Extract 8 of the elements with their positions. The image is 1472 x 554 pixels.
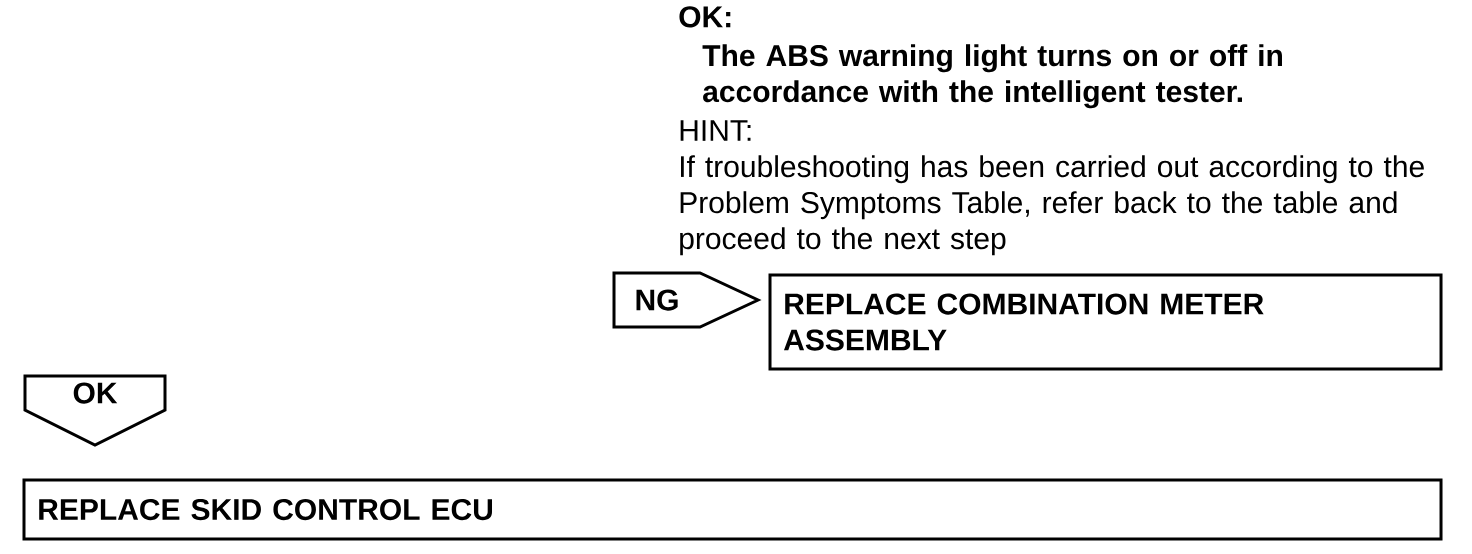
result-text: The ABS warning light turns on or off in accordance with the intelligent tester. [702,44,1282,109]
arrow-tag: OK [23,374,167,447]
result-heading: OK: [679,6,731,28]
arrow-tag: NG [612,271,762,329]
hint-heading: HINT: [680,120,751,141]
process-box: REPLACE SKID CONTROL ECU [22,478,1443,541]
process-box: REPLACE COMBINATION METER ASSEMBLY [768,273,1443,371]
hint-text: If troubleshooting has been carried out according to the Problem Symptoms Table, refer back to the table and proceed to the next step [680,155,1424,256]
